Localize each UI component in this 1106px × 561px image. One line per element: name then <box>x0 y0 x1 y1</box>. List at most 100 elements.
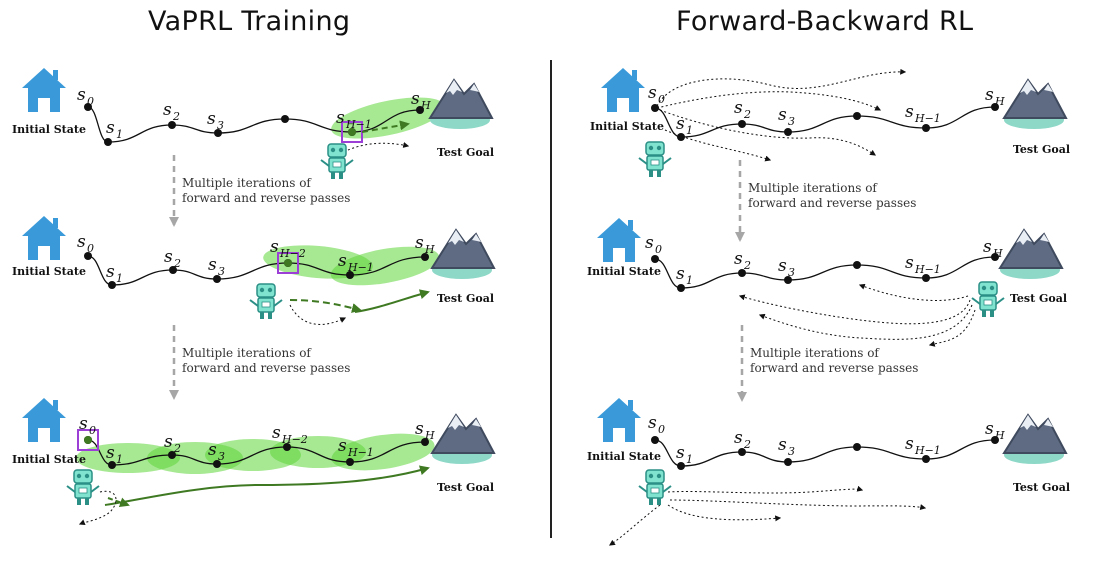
state-letter: s <box>985 85 994 105</box>
robot-leg <box>77 498 81 505</box>
highlight-region <box>331 97 445 139</box>
waypoint-1 <box>108 461 116 469</box>
robot-icon <box>249 283 283 319</box>
green-solid-arrow <box>354 289 430 313</box>
forward-path <box>656 91 882 111</box>
waypoint-4 <box>853 112 861 120</box>
agent-path <box>78 490 117 526</box>
initial-state-label: Initial State <box>12 453 86 466</box>
mountain-body <box>430 413 496 454</box>
state-letter: s <box>676 443 685 463</box>
mountain-icon <box>998 228 1064 279</box>
test-goal-label: Test Goal <box>437 146 494 159</box>
state-letter: s <box>338 251 347 271</box>
waypoint-3 <box>214 129 222 137</box>
state-letter: s <box>778 105 787 125</box>
state-subscript: 3 <box>788 445 795 458</box>
robot-head <box>256 283 276 298</box>
robot-leg <box>990 310 994 317</box>
state-letter: s <box>778 435 787 455</box>
mountain-snow <box>1016 230 1032 245</box>
state-letter: s <box>734 98 743 118</box>
state-subscript: H−1 <box>347 446 374 459</box>
trajectory-path <box>654 106 996 138</box>
mountain-snow <box>446 80 462 95</box>
waypoint-4 <box>281 115 289 123</box>
test-goal-label: Test Goal <box>437 481 494 494</box>
state-subscript: 0 <box>655 243 662 256</box>
robot-panel <box>650 159 660 166</box>
house-chimney <box>632 70 637 80</box>
green-dashed-arrow <box>361 120 410 133</box>
state-subscript: H−1 <box>347 261 374 274</box>
state-letter: s <box>778 256 787 276</box>
waypoint-0 <box>651 255 659 263</box>
robot-leg <box>339 172 343 179</box>
state-letter: s <box>676 114 685 134</box>
waypoint-6 <box>991 253 999 261</box>
vaprl-title: VaPRL Training <box>148 6 351 37</box>
house-chimney <box>53 218 58 228</box>
robot-head <box>645 141 665 156</box>
state-subscript: 1 <box>686 274 693 287</box>
subgoal-node <box>84 436 92 444</box>
robot-arm-left <box>249 299 259 307</box>
state-letter: s <box>164 247 173 267</box>
robot-panel <box>332 161 342 168</box>
initial-state-label: Initial State <box>590 120 664 133</box>
waypoint-1 <box>104 138 112 146</box>
house-icon <box>601 68 645 112</box>
mountain-snow <box>1020 415 1036 430</box>
state-subscript: 2 <box>173 257 181 270</box>
initial-state-label: Initial State <box>12 123 86 136</box>
mountain-snow <box>448 230 464 245</box>
state-letter: s <box>415 419 424 439</box>
green-solid-arrow <box>104 465 430 506</box>
waypoint-5 <box>922 455 930 463</box>
robot-eye <box>981 285 987 291</box>
green-dashed-arrow <box>107 497 130 508</box>
waypoint-2 <box>168 451 176 459</box>
robot-eye <box>656 473 662 479</box>
state-subscript: 0 <box>87 95 94 108</box>
robot-eye <box>84 473 90 479</box>
initial-state-label: Initial State <box>12 265 86 278</box>
waypoint-1 <box>677 133 685 141</box>
state-letter: s <box>77 85 86 105</box>
house-shape <box>22 68 66 112</box>
mountain-body <box>1002 413 1068 454</box>
waypoint-6 <box>416 106 424 114</box>
agent-path <box>289 304 347 325</box>
state-letter: s <box>905 102 914 122</box>
robot-arm-right <box>662 157 672 165</box>
state-subscript: 3 <box>217 119 224 132</box>
forward-path <box>659 109 876 156</box>
mountain-snow-2 <box>470 84 479 92</box>
state-letter: s <box>676 264 685 284</box>
highlight-region <box>330 246 440 286</box>
state-letter: s <box>983 237 992 257</box>
state-letter: s <box>734 428 743 448</box>
state-letter: s <box>79 414 88 434</box>
waypoint-0 <box>651 436 659 444</box>
robot-arm-right <box>662 485 672 493</box>
state-subscript: H <box>424 429 435 442</box>
subgoal-node <box>284 259 292 267</box>
mountain-snow-2 <box>1044 419 1053 427</box>
waypoint-6 <box>991 103 999 111</box>
house-chimney <box>53 400 58 410</box>
